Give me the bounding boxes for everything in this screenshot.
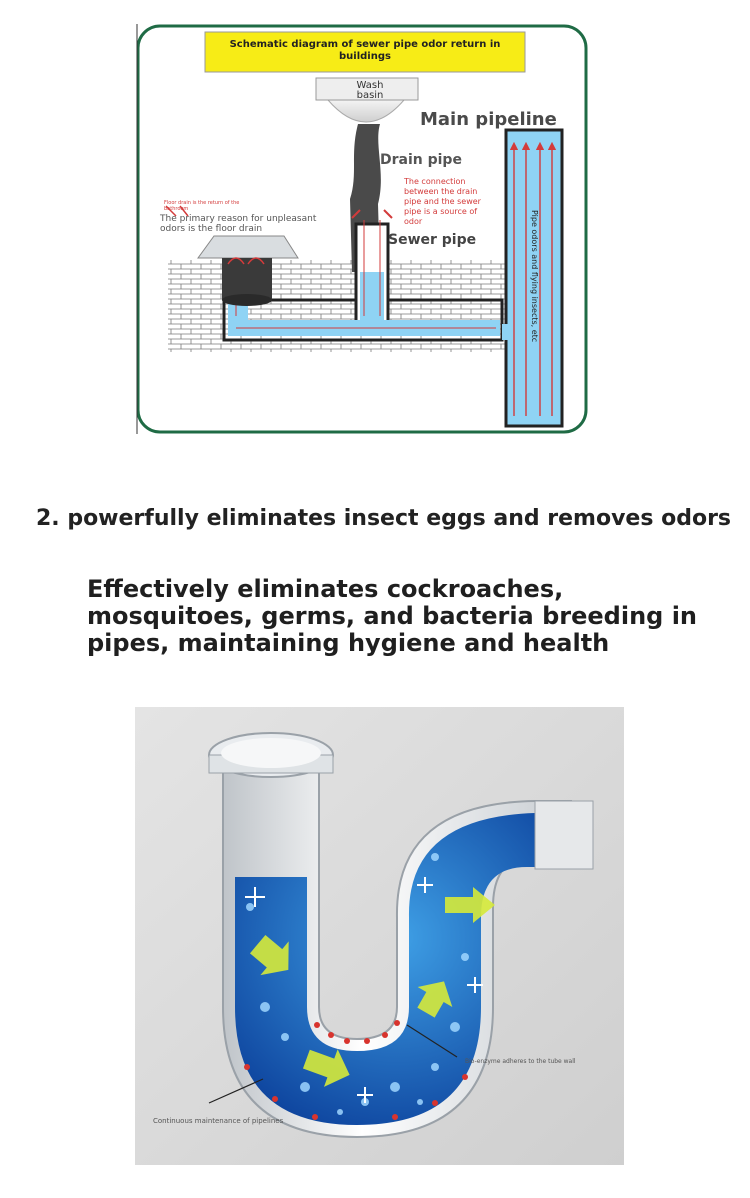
primary-reason-note: The primary reason for unpleasant odors …	[159, 214, 317, 234]
sewer-horizontal-pipe	[222, 296, 504, 342]
wash-basin-label-line1: Wash	[357, 80, 384, 91]
bio-enzyme-label: Bio-enzyme adheres to the tube wall	[465, 1058, 576, 1065]
connection-note-line3: pipe and the sewer	[404, 197, 482, 206]
maintenance-pointer	[208, 1078, 264, 1104]
connection-note-line4: pipe is a source of	[404, 207, 477, 216]
primary-reason-line1: The primary reason for unpleasant	[159, 214, 317, 224]
floor-drain-note-line2: bathroom	[164, 206, 188, 212]
wash-basin-bowl	[326, 99, 406, 123]
sparkles	[245, 877, 483, 1103]
primary-reason-line2: odors is the floor drain	[160, 224, 262, 234]
enzyme-dots	[244, 1020, 468, 1120]
wash-basin-rim	[315, 77, 419, 101]
u-pipe-illustration: Bio-enzyme adheres to the tube wall Cont…	[135, 707, 624, 1165]
main-pipeline-label: Main pipeline	[420, 109, 557, 130]
pipe-water	[235, 813, 559, 1125]
connection-note-line5: odor	[404, 217, 423, 226]
subheading-line2: mosquitoes, germs, and bacteria breeding…	[87, 602, 698, 630]
brick-wall	[168, 260, 508, 352]
subheading-line3: pipes, maintaining hygiene and health	[87, 629, 610, 657]
bio-enzyme-pointer	[406, 1024, 458, 1058]
connection-note-line1: The connection	[403, 177, 466, 186]
drain-pipe-label: Drain pipe	[380, 152, 462, 168]
connection-note-line2: between the drain	[404, 187, 477, 196]
vertical-pipe-label: Pipe odors and flying insects, etc	[530, 210, 539, 342]
diagram-title-line2: buildings	[339, 51, 391, 62]
outlet-pipe	[534, 800, 594, 870]
sewer-odor-schematic: Schematic diagram of sewer pipe odor ret…	[136, 24, 588, 434]
odor-arrows-main	[509, 141, 557, 416]
maintenance-label: Continuous maintenance of pipelines	[153, 1117, 284, 1125]
floor-drain	[197, 235, 299, 306]
sewer-pipe-label: Sewer pipe	[388, 232, 476, 248]
floor-drain-note: Floor drain is the return of the bathroo…	[164, 200, 239, 212]
flow-arrows	[249, 887, 495, 1087]
connection-note: The connection between the drain pipe an…	[403, 177, 482, 226]
diagram-title-line1: Schematic diagram of sewer pipe odor ret…	[230, 39, 501, 50]
wash-basin-label-line2: basin	[357, 90, 384, 101]
section-subheading: Effectively eliminates cockroaches, mosq…	[87, 576, 727, 657]
subheading-line1: Effectively eliminates cockroaches,	[87, 575, 564, 603]
section-heading: 2. powerfully eliminates insect eggs and…	[36, 506, 732, 531]
floor-drain-note-line1: Floor drain is the return of the	[164, 200, 239, 206]
title-bar	[204, 31, 526, 73]
